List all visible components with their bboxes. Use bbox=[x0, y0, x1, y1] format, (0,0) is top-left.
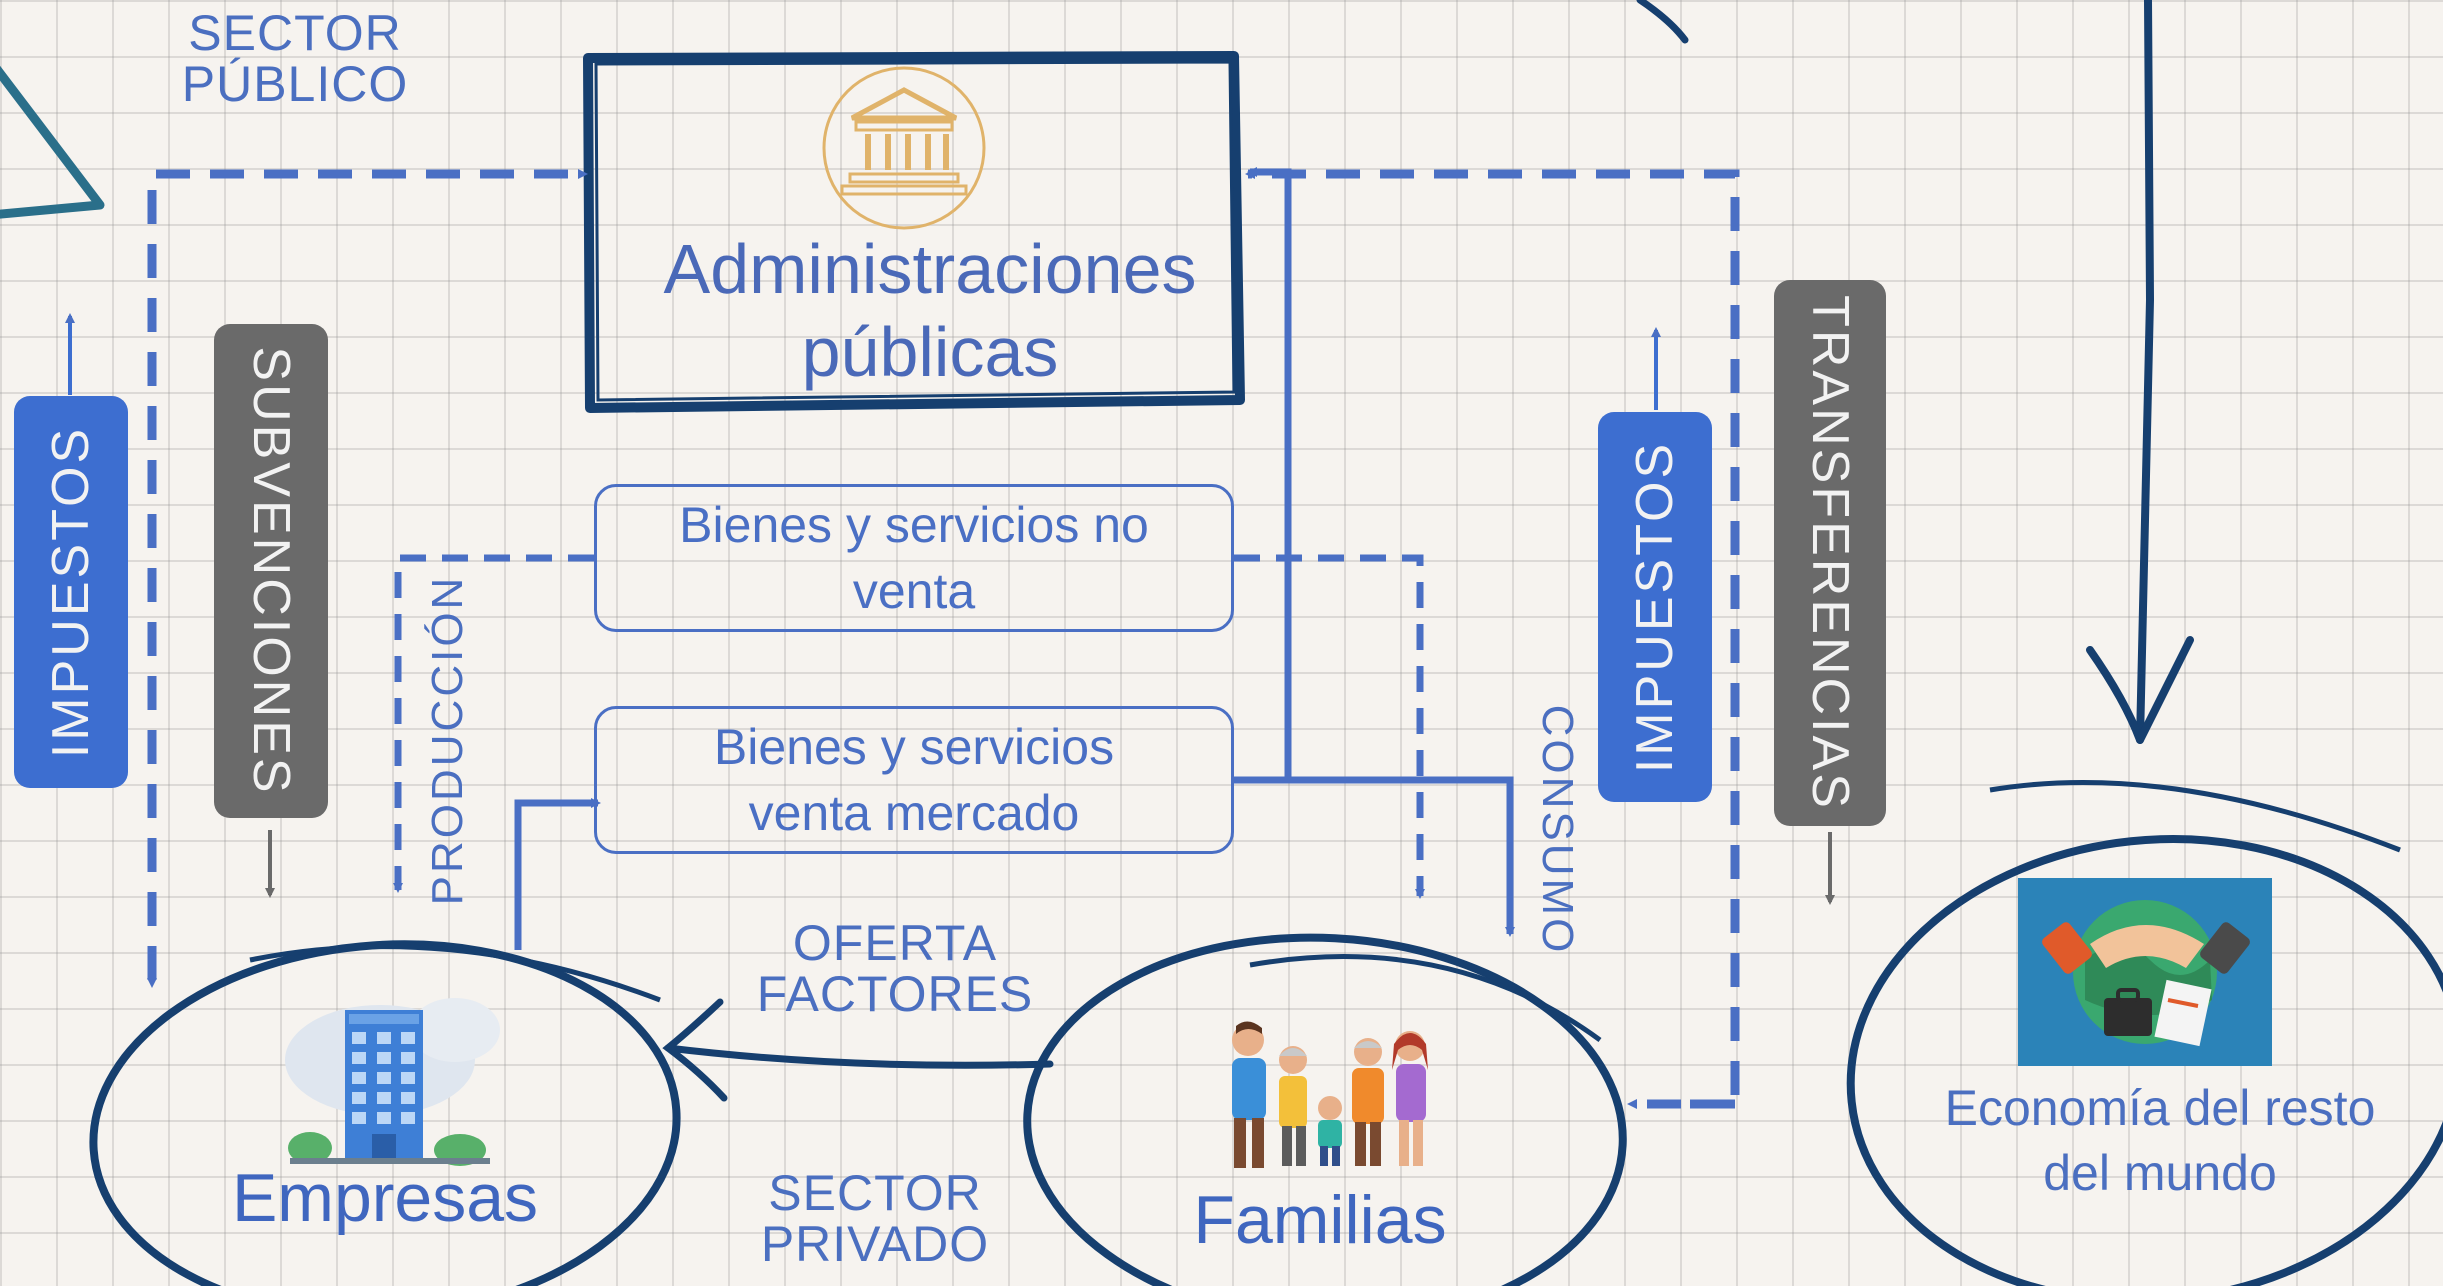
consumo-label: CONSUMO bbox=[1533, 704, 1582, 956]
company-building-icon bbox=[285, 998, 500, 1166]
impuestos-right-badge: IMPUESTOS bbox=[1598, 412, 1712, 802]
produccion-dashed-flow bbox=[393, 554, 594, 893]
oferta-factores-label: OFERTA FACTORES bbox=[756, 915, 1034, 1022]
world-arrow-head bbox=[2086, 636, 2194, 744]
produccion-label: PRODUCCIÓN bbox=[423, 574, 472, 906]
sector-publico-label: SECTOR PÚBLICO bbox=[181, 5, 409, 112]
resto-mundo-ellipse bbox=[1846, 780, 2443, 1286]
bienes-mercado-box: Bienes y servicios venta mercado bbox=[594, 706, 1234, 854]
corner-triangle-shape bbox=[0, 65, 105, 219]
transferencias-badge: TRANSFERENCIAS bbox=[1774, 280, 1886, 826]
handshake-globe-icon bbox=[2018, 878, 2272, 1066]
empresas-ellipse bbox=[89, 940, 681, 1286]
administraciones-title: Administraciones públicas bbox=[663, 230, 1197, 391]
world-arrow-line bbox=[2136, 0, 2155, 744]
impuestos-left-badge: IMPUESTOS bbox=[14, 396, 128, 788]
bank-icon bbox=[822, 66, 986, 230]
familias-ellipse bbox=[1023, 933, 1627, 1286]
family-icon bbox=[1232, 1021, 1428, 1168]
transferencias-text: TRANSFERENCIAS bbox=[1801, 295, 1859, 811]
public-sector-dashed-flow bbox=[147, 169, 588, 980]
consumo-nonmarket-dashed-flow bbox=[1234, 554, 1425, 899]
impuestos-right-text: IMPUESTOS bbox=[1626, 440, 1684, 774]
bienes-no-venta-box: Bienes y servicios no venta bbox=[594, 484, 1234, 632]
subvenciones-text: SUBVENCIONES bbox=[242, 346, 300, 796]
impuestos-left-text: IMPUESTOS bbox=[42, 425, 100, 759]
top-curve-stroke bbox=[1636, 0, 1689, 44]
empresas-to-market-line bbox=[514, 798, 601, 950]
sector-privado-label: SECTOR PRIVADO bbox=[760, 1165, 990, 1272]
empresas-title: Empresas bbox=[231, 1160, 539, 1236]
oferta-factores-line bbox=[664, 1044, 1054, 1069]
market-to-familias-line bbox=[1234, 776, 1515, 937]
resto-mundo-title: Economía del resto del mundo bbox=[1944, 1080, 2376, 1201]
market-to-government-line bbox=[1247, 167, 1292, 780]
administraciones-frame-sketch bbox=[594, 60, 1236, 402]
familias-title: Familias bbox=[1193, 1182, 1447, 1258]
subvenciones-badge: SUBVENCIONES bbox=[214, 324, 328, 818]
oferta-factores-arrowhead bbox=[662, 998, 728, 1102]
administraciones-frame bbox=[583, 51, 1245, 413]
